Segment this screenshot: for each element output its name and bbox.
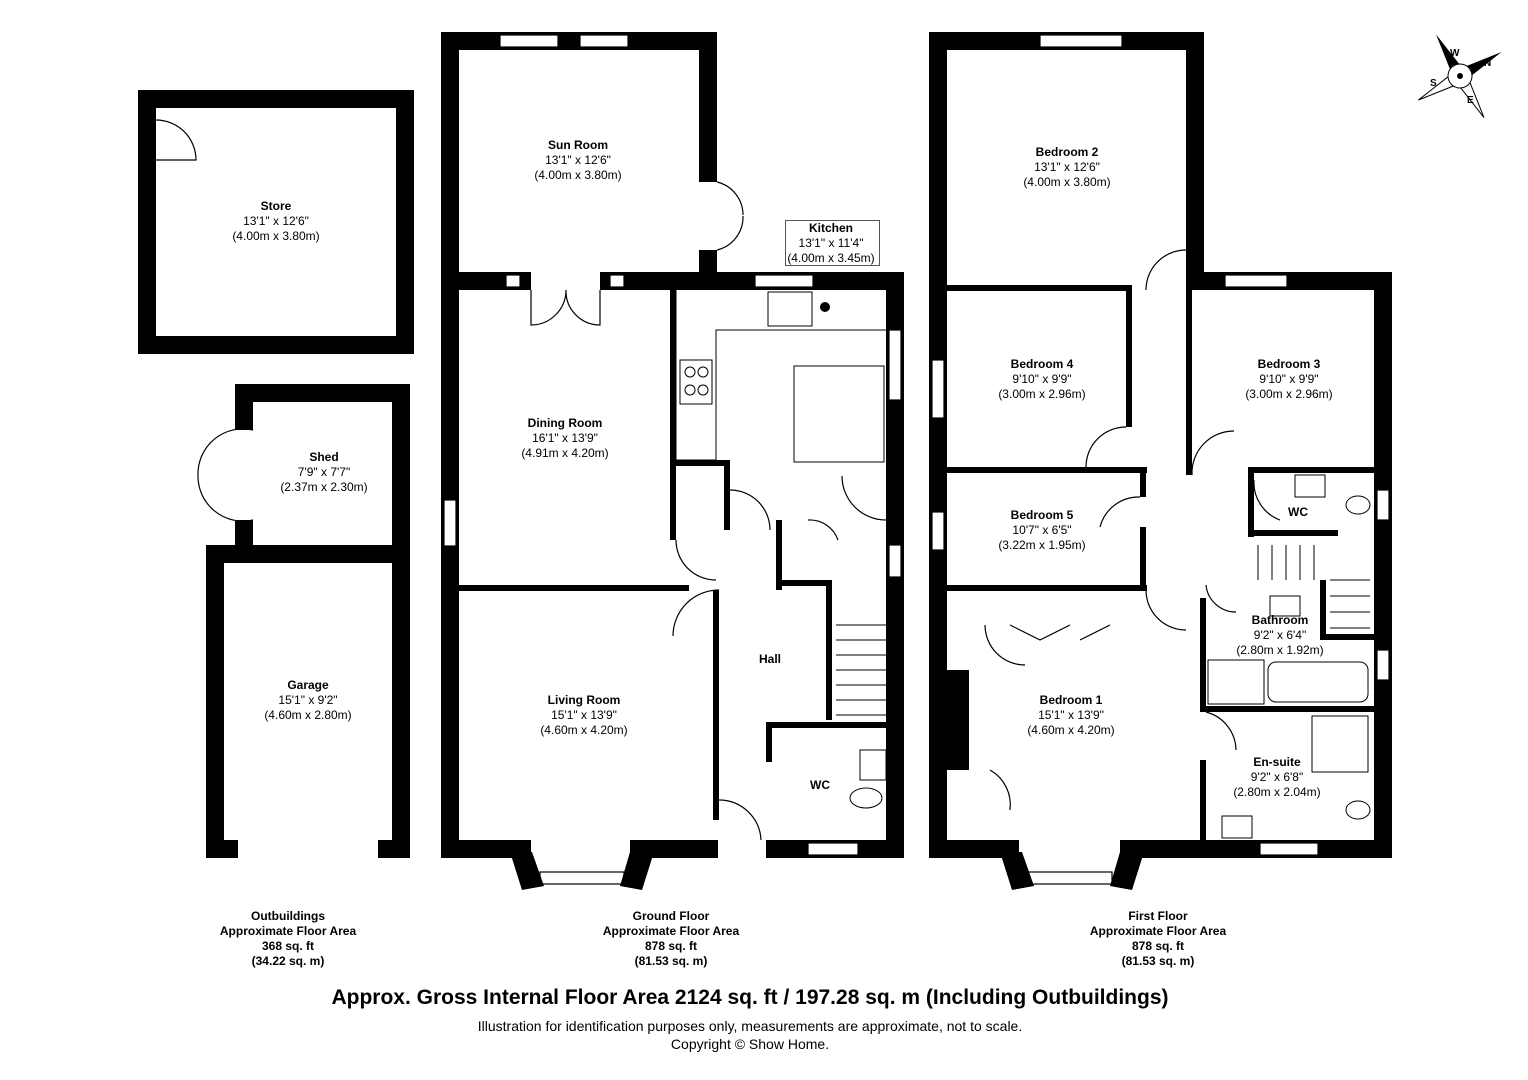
area-sqm: (81.53 sq. m) [1121, 954, 1195, 968]
first-floor-walls [929, 32, 1392, 858]
area-subtitle: Approximate Floor Area [219, 924, 357, 938]
room-label-store: Store 13'1" x 12'6" (4.00m x 3.80m) [196, 199, 356, 244]
room-imperial: 9'2" x 6'4" [1253, 628, 1307, 642]
room-name: Garage [287, 678, 329, 692]
room-name: Bedroom 5 [1010, 508, 1074, 522]
compass-n: N [1484, 58, 1491, 69]
room-name: Bedroom 1 [1039, 693, 1103, 707]
room-label-bedroom-3: Bedroom 3 9'10" x 9'9" (3.00m x 2.96m) [1209, 357, 1369, 402]
room-label-bedroom-1: Bedroom 1 15'1" x 13'9" (4.60m x 4.20m) [991, 693, 1151, 738]
room-name: Store [260, 199, 292, 213]
room-imperial: 15'1" x 13'9" [551, 708, 617, 722]
room-name: Hall [758, 652, 781, 666]
floor-area-first: First Floor Approximate Floor Area 878 s… [1068, 909, 1248, 969]
area-sqm: (81.53 sq. m) [634, 954, 708, 968]
room-label-hall: Hall [740, 652, 800, 667]
area-sqft: 878 sq. ft [644, 939, 698, 953]
room-metric: (4.60m x 2.80m) [264, 708, 352, 722]
room-metric: (3.00m x 2.96m) [1245, 387, 1333, 401]
area-sqm: (34.22 sq. m) [251, 954, 325, 968]
room-metric: (2.80m x 2.04m) [1233, 785, 1321, 799]
room-metric: (3.00m x 2.96m) [998, 387, 1086, 401]
room-imperial: 13'1" x 12'6" [1034, 160, 1100, 174]
area-subtitle: Approximate Floor Area [1089, 924, 1227, 938]
room-imperial: 13'1" x 12'6" [545, 153, 611, 167]
kitchen-fixtures [675, 290, 886, 463]
room-name: WC [810, 778, 830, 792]
door-swings [155, 119, 1281, 841]
room-label-bedroom-2: Bedroom 2 13'1" x 12'6" (4.00m x 3.80m) [987, 145, 1147, 190]
room-name: Bedroom 2 [1035, 145, 1099, 159]
room-label-shed: Shed 7'9" x 7'7" (2.37m x 2.30m) [244, 450, 404, 495]
stairs [836, 545, 1370, 716]
room-label-en-suite: En-suite 9'2" x 6'8" (2.80m x 2.04m) [1217, 755, 1337, 800]
room-imperial: 13'1" x 12'6" [243, 214, 309, 228]
room-name: En-suite [1253, 755, 1301, 769]
room-label-dining-room: Dining Room 16'1" x 13'9" (4.91m x 4.20m… [485, 416, 645, 461]
area-title: First Floor [1128, 909, 1188, 923]
area-title: Ground Floor [632, 909, 710, 923]
room-name: Bedroom 3 [1257, 357, 1321, 371]
room-imperial: 9'10" x 9'9" [1259, 372, 1319, 386]
area-sqft: 368 sq. ft [261, 939, 315, 953]
compass-w: W [1450, 48, 1460, 59]
room-label-garage: Garage 15'1" x 9'2" (4.60m x 2.80m) [228, 678, 388, 723]
room-metric: (4.60m x 4.20m) [540, 723, 628, 737]
copyright: Copyright © Show Home. [670, 1036, 830, 1052]
floor-area-ground: Ground Floor Approximate Floor Area 878 … [581, 909, 761, 969]
room-metric: (4.91m x 4.20m) [521, 446, 609, 460]
room-imperial: 9'10" x 9'9" [1012, 372, 1072, 386]
room-metric: (2.80m x 1.92m) [1236, 643, 1324, 657]
room-imperial: 15'1" x 13'9" [1038, 708, 1104, 722]
room-label-kitchen: Kitchen 13'1" x 11'4" (4.00m x 3.45m) [751, 221, 911, 266]
room-name: Bedroom 4 [1010, 357, 1074, 371]
store-walls [138, 90, 414, 354]
room-name: Living Room [547, 693, 621, 707]
room-name: Dining Room [527, 416, 603, 430]
room-label-wc-ground: WC [800, 778, 840, 793]
floor-area-outbuildings: Outbuildings Approximate Floor Area 368 … [198, 909, 378, 969]
room-metric: (3.22m x 1.95m) [998, 538, 1086, 552]
compass-e: E [1467, 95, 1474, 106]
bay-windows [510, 852, 1144, 890]
compass-icon: N E S W [1418, 34, 1502, 118]
room-imperial: 13'1" x 11'4" [798, 236, 864, 250]
compass-s: S [1430, 78, 1437, 89]
windows [443, 34, 1390, 885]
room-metric: (4.00m x 3.45m) [787, 251, 875, 265]
gross-floor-area: Approx. Gross Internal Floor Area 2124 s… [331, 986, 1169, 1009]
room-label-bedroom-5: Bedroom 5 10'7" x 6'5" (3.22m x 1.95m) [962, 508, 1122, 553]
room-name: Shed [309, 450, 339, 464]
room-name: Kitchen [808, 221, 853, 235]
bathroom-fixtures [849, 474, 1371, 839]
room-name: Sun Room [548, 138, 608, 152]
room-imperial: 7'9" x 7'7" [297, 465, 351, 479]
room-label-living-room: Living Room 15'1" x 13'9" (4.60m x 4.20m… [504, 693, 664, 738]
room-label-sun-room: Sun Room 13'1" x 12'6" (4.00m x 3.80m) [498, 138, 658, 183]
room-imperial: 16'1" x 13'9" [532, 431, 598, 445]
disclaimer: Illustration for identification purposes… [477, 1018, 1023, 1034]
garage-walls [206, 545, 410, 858]
room-metric: (4.00m x 3.80m) [534, 168, 622, 182]
room-metric: (2.37m x 2.30m) [280, 480, 368, 494]
room-label-bedroom-4: Bedroom 4 9'10" x 9'9" (3.00m x 2.96m) [962, 357, 1122, 402]
room-name: WC [1288, 505, 1308, 519]
area-title: Outbuildings [251, 909, 325, 923]
room-metric: (4.00m x 3.80m) [1023, 175, 1111, 189]
room-metric: (4.00m x 3.80m) [232, 229, 320, 243]
room-imperial: 9'2" x 6'8" [1250, 770, 1304, 784]
room-label-bathroom: Bathroom 9'2" x 6'4" (2.80m x 1.92m) [1220, 613, 1340, 658]
area-sqft: 878 sq. ft [1131, 939, 1185, 953]
room-name: Bathroom [1251, 613, 1309, 627]
room-label-wc-first: WC [1278, 505, 1318, 520]
room-imperial: 15'1" x 9'2" [278, 693, 338, 707]
room-metric: (4.60m x 4.20m) [1027, 723, 1115, 737]
room-imperial: 10'7" x 6'5" [1012, 523, 1072, 537]
area-subtitle: Approximate Floor Area [602, 924, 740, 938]
kitchen-label-box [785, 220, 880, 266]
